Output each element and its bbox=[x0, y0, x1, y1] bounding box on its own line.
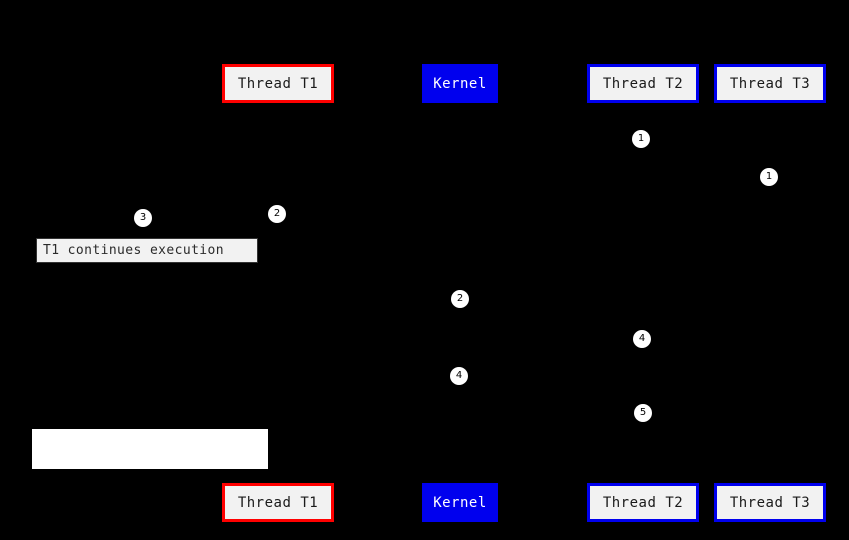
step-marker-thread-t3-1: 1 bbox=[760, 168, 778, 186]
step-marker-thread-t1-3: 3 bbox=[134, 209, 152, 227]
step-marker-number: 2 bbox=[456, 293, 464, 304]
step-marker-thread-t1-2: 2 bbox=[268, 205, 286, 223]
message-kernel-to-thread-t2 bbox=[460, 376, 643, 377]
blank-note-bottom-left bbox=[32, 429, 268, 469]
participant-label: Kernel bbox=[433, 494, 487, 511]
step-marker-kernel-2: 2 bbox=[451, 290, 469, 308]
step-marker-number: 2 bbox=[273, 208, 281, 219]
message-kernel-to-thread-t1 bbox=[278, 238, 460, 239]
step-marker-number: 4 bbox=[455, 370, 463, 381]
step-marker-number: 1 bbox=[637, 133, 645, 144]
participant-footer-thread-t3[interactable]: Thread T3 bbox=[714, 483, 826, 522]
note-text: T1 continues execution bbox=[43, 243, 224, 258]
step-marker-number: 3 bbox=[139, 212, 147, 223]
step-marker-kernel-4: 4 bbox=[450, 367, 468, 385]
lifeline-thread-t3 bbox=[770, 103, 771, 483]
participant-header-kernel[interactable]: Kernel bbox=[422, 64, 498, 103]
step-marker-thread-t2-1: 1 bbox=[632, 130, 650, 148]
step-marker-thread-t2-4: 4 bbox=[633, 330, 651, 348]
participant-header-thread-t2[interactable]: Thread T2 bbox=[587, 64, 699, 103]
lifeline-thread-t1 bbox=[278, 103, 279, 483]
participant-header-thread-t1[interactable]: Thread T1 bbox=[222, 64, 334, 103]
message-thread-t2-to-kernel bbox=[460, 299, 643, 300]
participant-footer-kernel[interactable]: Kernel bbox=[422, 483, 498, 522]
participant-footer-thread-t1[interactable]: Thread T1 bbox=[222, 483, 334, 522]
participant-header-thread-t3[interactable]: Thread T3 bbox=[714, 64, 826, 103]
lifeline-thread-t2 bbox=[643, 103, 644, 483]
participant-label: Thread T3 bbox=[729, 494, 811, 511]
participant-label: Thread T1 bbox=[237, 75, 319, 92]
note-t1-continues-execution: T1 continues execution bbox=[36, 238, 258, 263]
step-marker-number: 5 bbox=[639, 407, 647, 418]
step-marker-thread-t2-5: 5 bbox=[634, 404, 652, 422]
participant-label: Thread T1 bbox=[237, 494, 319, 511]
participant-label: Thread T3 bbox=[729, 75, 811, 92]
step-marker-number: 4 bbox=[638, 333, 646, 344]
step-marker-number: 1 bbox=[765, 171, 773, 182]
participant-label: Kernel bbox=[433, 75, 487, 92]
participant-label: Thread T2 bbox=[602, 75, 684, 92]
participant-footer-thread-t2[interactable]: Thread T2 bbox=[587, 483, 699, 522]
participant-label: Thread T2 bbox=[602, 494, 684, 511]
